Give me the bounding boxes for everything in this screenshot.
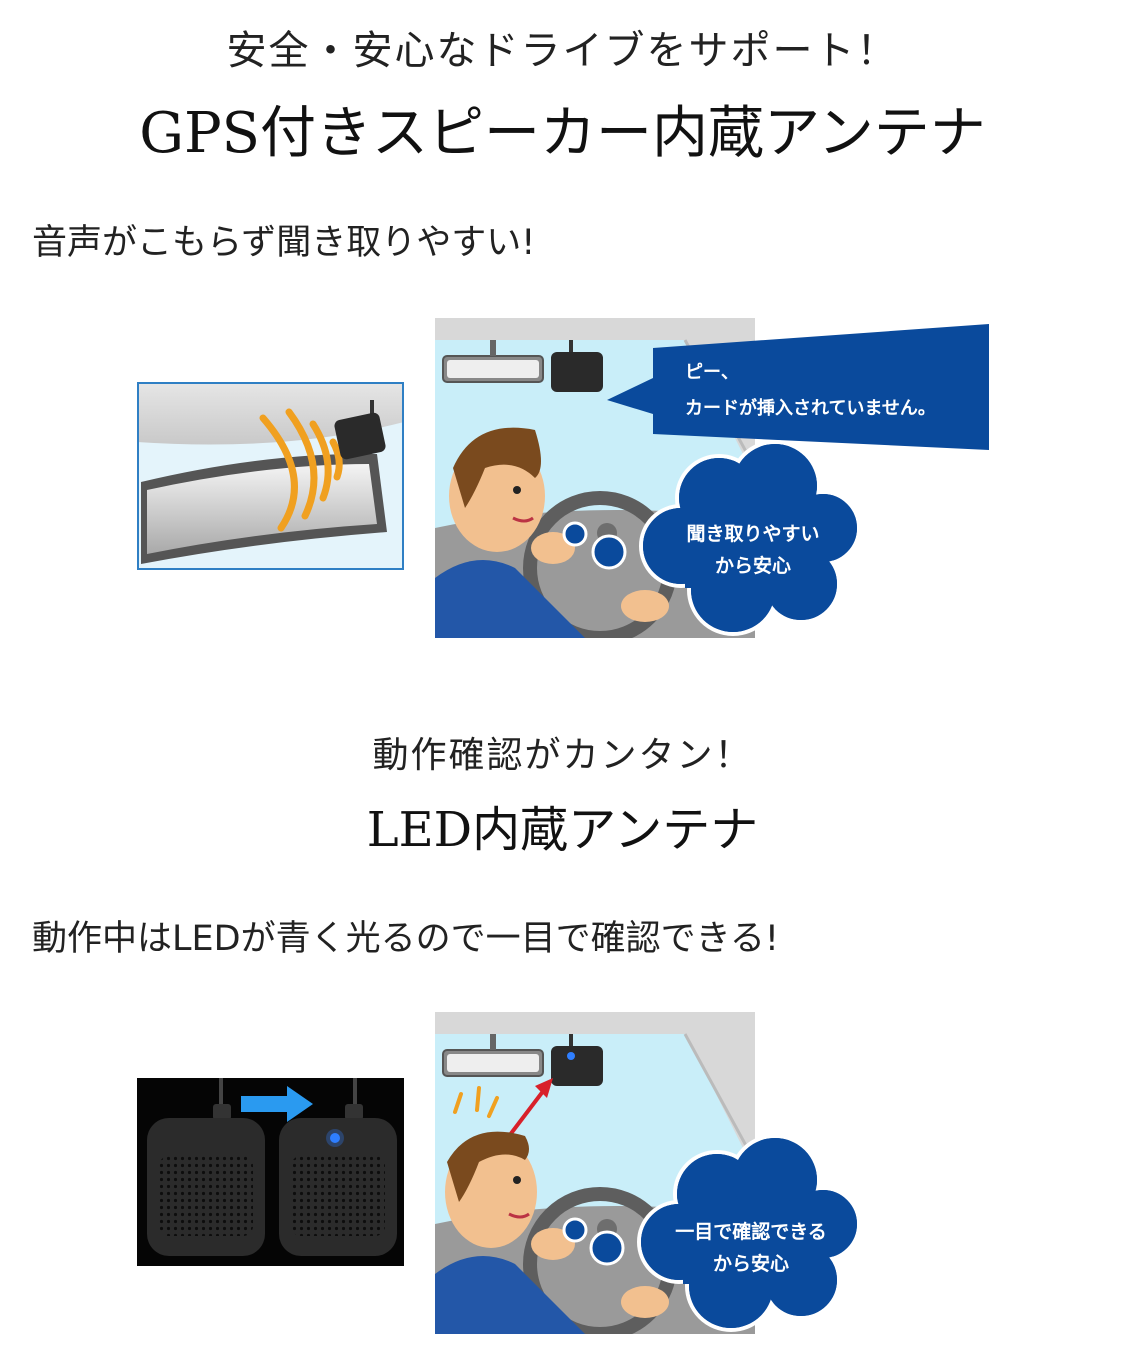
sound-dot-icon: [562, 521, 588, 547]
antenna-unit-on-icon: [279, 1118, 397, 1256]
section2-subtitle: 動作中はLEDが青く光るので一目で確認できる!: [32, 919, 779, 959]
antenna-device-icon: [334, 412, 386, 460]
speech-line1: ピー、: [685, 362, 739, 383]
speech-banner: [607, 324, 989, 450]
led-antenna-photo: [137, 1078, 404, 1266]
notice-spark-icon: [453, 1086, 499, 1118]
cloud-line1: 一目で確認できる: [675, 1220, 827, 1243]
section2-title: LED内蔵アンテナ: [366, 802, 759, 858]
speech-line2: カードが挿入されていません。: [685, 397, 936, 419]
speaker-antenna-photo: [137, 382, 404, 570]
driver-glance-illustration: 一目で確認できる から安心: [435, 1012, 861, 1334]
cloud-line2: から安心: [715, 554, 791, 577]
arrow-up-icon: [535, 1078, 553, 1098]
section2-tagline: 動作確認がカンタン！: [372, 735, 753, 776]
section1-title: GPS付きスピーカー内蔵アンテナ: [139, 101, 986, 166]
cloud-line1: 聞き取りやすい: [686, 523, 819, 545]
cloud-line2: から安心: [713, 1252, 789, 1275]
sound-wave-icon: [259, 408, 343, 532]
sound-dot-icon: [591, 534, 627, 570]
led-icon: [330, 1133, 340, 1143]
section1-subtitle: 音声がこもらず聞き取りやすい!: [32, 223, 536, 263]
arrow-right-icon: [241, 1086, 313, 1122]
driver-listening-illustration: ピー、 カードが挿入されていません。 聞き取りやすい から安心: [435, 318, 989, 638]
antenna-unit-off-icon: [147, 1118, 265, 1256]
section1-tagline: 安全・安心なドライブをサポート！: [226, 28, 899, 74]
